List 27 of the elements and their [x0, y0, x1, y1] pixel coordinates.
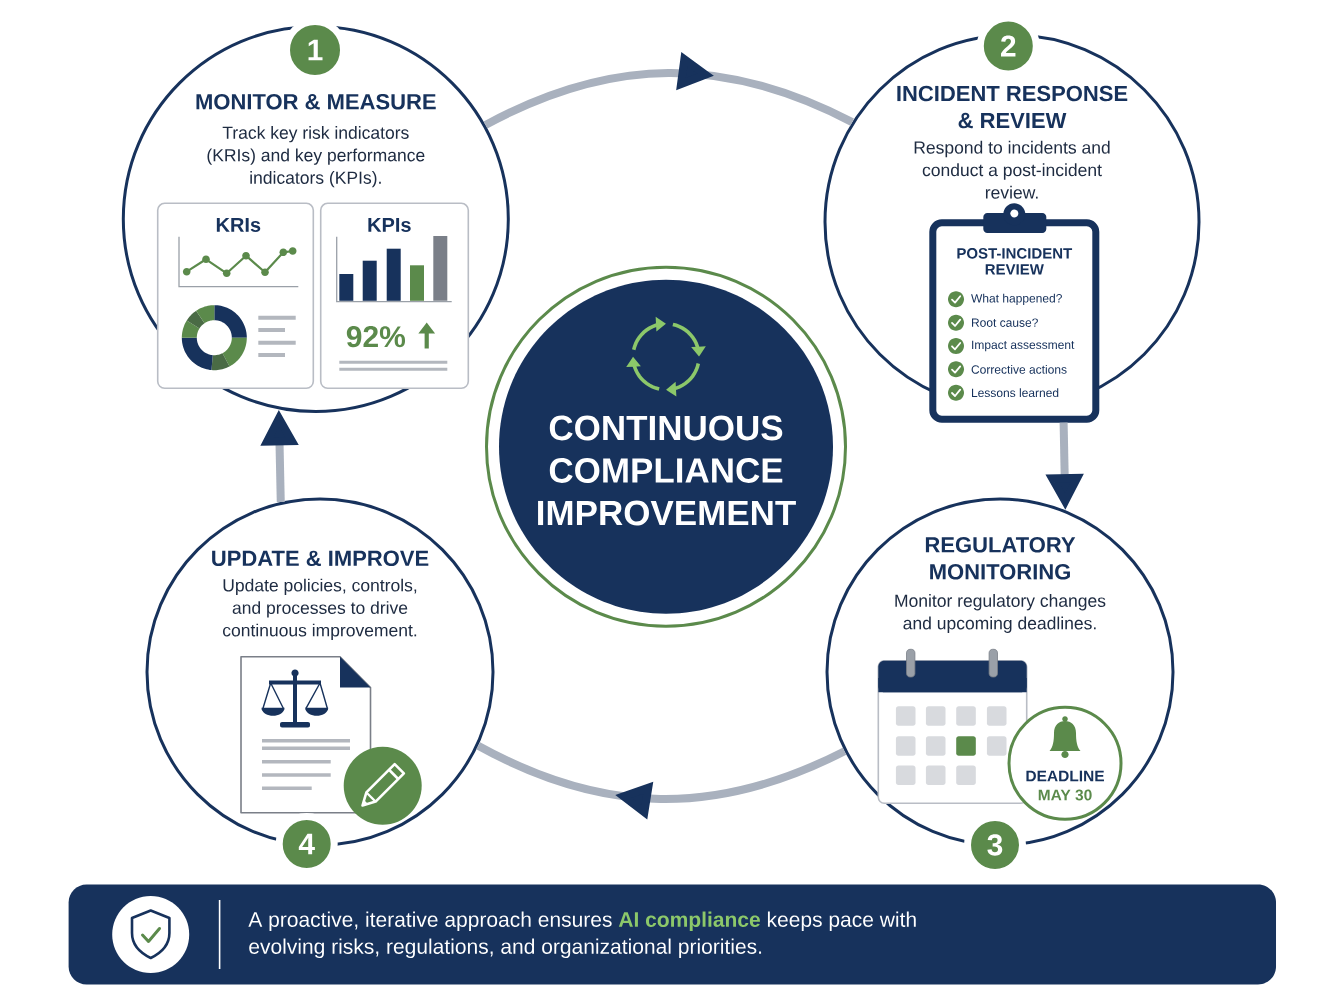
step-description: Update policies, controls, and processes to drive continuous improvement. [223, 578, 417, 640]
step-heading: REGULATORY MONITORING [925, 537, 1076, 580]
step-heading: UPDATE & IMPROVE [212, 550, 429, 567]
curved-arrow [483, 52, 854, 129]
number-badge: 3 [964, 814, 1026, 876]
card-title: KRIs [216, 218, 261, 232]
step-description: Monitor regulatory changes and upcoming deadlines. [895, 594, 1106, 633]
card-title: KPIs [368, 218, 411, 232]
number-badge: 4 [275, 813, 338, 875]
number-badge: 1 [283, 18, 347, 82]
number-badge: 2 [976, 14, 1040, 78]
step-description: Respond to incidents and conduct a post-incident review. [914, 140, 1110, 199]
step-heading: MONITOR & MEASURE [196, 93, 436, 110]
checklist-item: Root cause? [972, 318, 1038, 327]
summary-text: A proactive, iterative approach ensures AI compliance keeps pace with evolving risks, regulations, and organizational priorities. [248, 911, 916, 959]
checklist-item: Lessons learned [972, 388, 1059, 398]
percentage-value: 92% [346, 326, 406, 348]
deadline-date: MAY 30 [1038, 789, 1092, 801]
checklist-item: Impact assessment [972, 340, 1075, 352]
step-heading: INCIDENT RESPONSE & REVIEW [897, 85, 1128, 129]
checklist-title: POST-INCIDENT REVIEW [957, 248, 1073, 275]
deadline-label: DEADLINE [1026, 770, 1104, 782]
checklist-item: Corrective actions [971, 364, 1067, 374]
step-description: Track key risk indicators (KRIs) and key performance indicators (KPIs). [207, 126, 425, 188]
checklist-item: What happened? [971, 293, 1062, 305]
curved-arrow [476, 742, 847, 820]
hub-title: CONTINUOUS COMPLIANCE IMPROVEMENT [538, 415, 796, 526]
